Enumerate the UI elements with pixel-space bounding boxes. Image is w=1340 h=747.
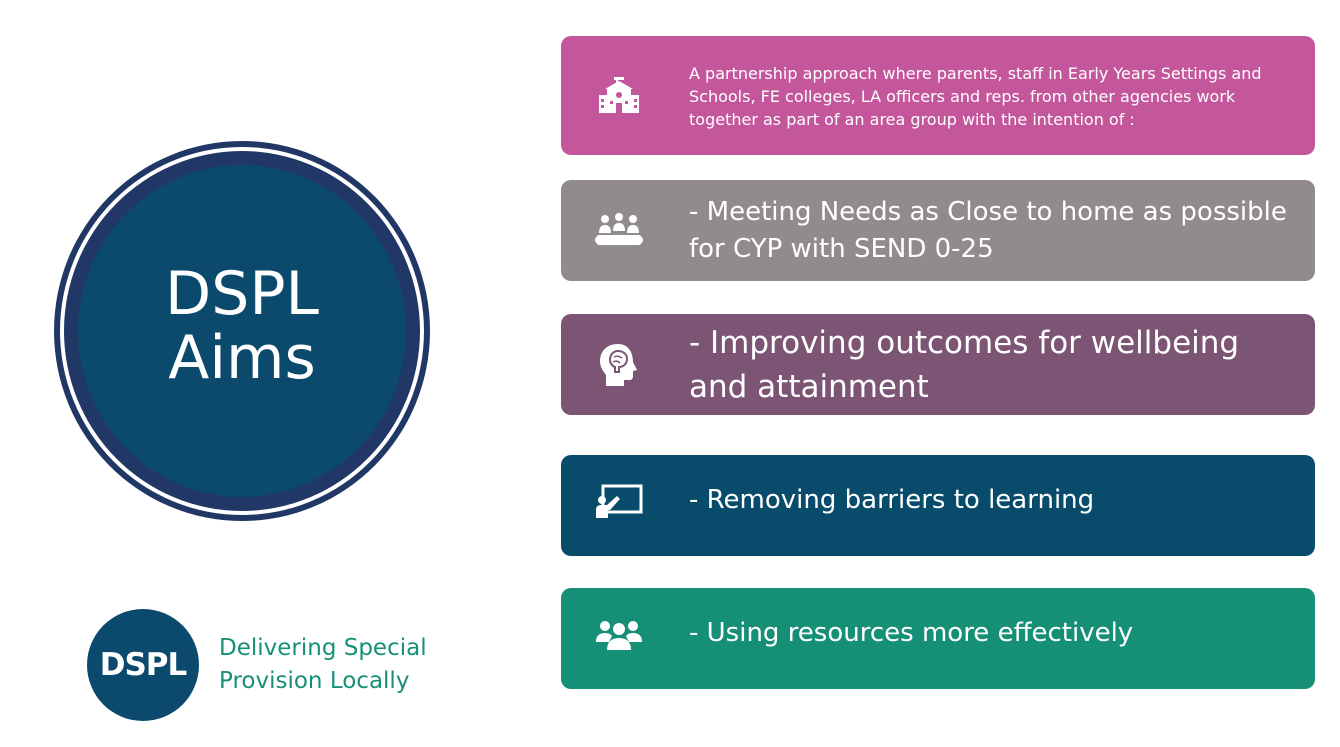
aims-circle-core: DSPL Aims (78, 165, 406, 497)
group-people-icon (595, 611, 643, 659)
aim-box-removing-barriers: - Removing barriers to learning (561, 455, 1315, 556)
aim-box-improving-outcomes: - Improving outcomes for wellbeing and a… (561, 314, 1315, 415)
logo-wordmark: Delivering Special Provision Locally (219, 632, 427, 698)
circle-title-line2: Aims (168, 323, 316, 393)
aim-text-partnership: A partnership approach where parents, st… (689, 64, 1262, 129)
aim-text-using-resources: - Using resources more effectively (689, 618, 1134, 648)
meeting-table-icon (595, 207, 643, 255)
head-brain-icon (595, 341, 643, 389)
presentation-board-icon (595, 478, 643, 526)
aim-box-using-resources: - Using resources more effectively (561, 588, 1315, 689)
aims-circle: DSPL Aims (54, 141, 430, 521)
logo-mark: DSPL (87, 609, 199, 721)
aim-box-meeting-needs: - Meeting Needs as Close to home as poss… (561, 180, 1315, 281)
logo-text-line1: Delivering Special (219, 635, 427, 661)
aim-text-meeting-needs: - Meeting Needs as Close to home as poss… (689, 197, 1287, 264)
circle-title-line1: DSPL (165, 259, 319, 329)
dspl-logo: DSPL Delivering Special Provision Locall… (87, 609, 427, 721)
school-building-icon (595, 71, 643, 119)
aim-box-partnership: A partnership approach where parents, st… (561, 36, 1315, 155)
aim-text-removing-barriers: - Removing barriers to learning (689, 485, 1095, 515)
logo-text-line2: Provision Locally (219, 668, 410, 694)
aim-text-improving-outcomes: - Improving outcomes for wellbeing and a… (689, 325, 1240, 405)
